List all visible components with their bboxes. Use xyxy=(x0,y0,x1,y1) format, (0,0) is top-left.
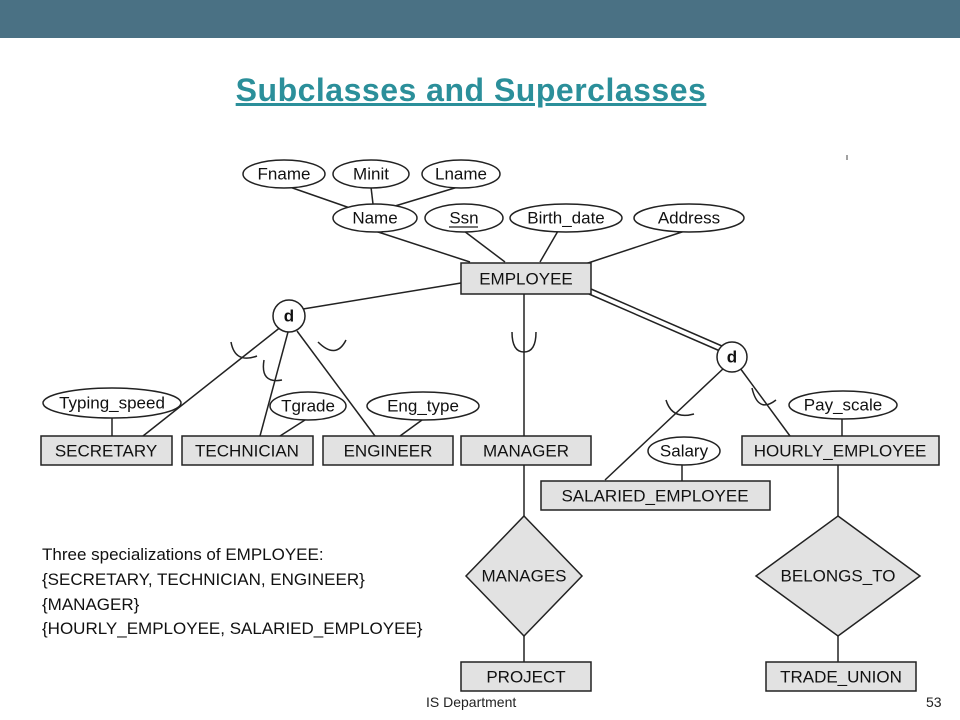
line-d2-salaried xyxy=(604,366,726,481)
attribute-tgrade xyxy=(269,391,347,421)
entity-hourly-employee xyxy=(741,435,940,466)
subset-symbol-technician xyxy=(262,359,283,382)
line-d1-technician xyxy=(259,331,289,437)
attribute-address-label: Address xyxy=(658,209,720,228)
disjoint-marker-1: d xyxy=(284,307,294,326)
entity-project-label: PROJECT xyxy=(486,668,565,687)
line-engtype-engineer xyxy=(399,419,423,437)
subset-symbol-secretary xyxy=(230,341,258,359)
footer-page-number: 53 xyxy=(926,694,942,710)
attribute-address xyxy=(633,203,745,233)
line-employee-d2-b xyxy=(588,293,721,352)
attribute-name-label: Name xyxy=(352,209,397,228)
attribute-minit xyxy=(332,159,410,189)
attribute-birth-date-label: Birth_date xyxy=(527,209,605,228)
line-birthdate-employee xyxy=(539,230,559,263)
line-fname-name xyxy=(283,184,351,209)
relationship-belongs-to-label: BELONGS_TO xyxy=(781,567,896,586)
line-d1-engineer xyxy=(296,330,376,437)
entity-engineer-label: ENGINEER xyxy=(344,442,433,461)
caption-line-1: Three specializations of EMPLOYEE: xyxy=(42,545,324,564)
subset-symbol-hourly xyxy=(751,387,777,406)
attribute-lname-label: Lname xyxy=(435,165,487,184)
entity-engineer xyxy=(322,435,454,466)
relationship-belongs-to xyxy=(754,515,922,637)
subset-symbol-manager xyxy=(511,331,537,353)
attribute-lname xyxy=(421,159,501,189)
attribute-eng-type-label: Eng_type xyxy=(387,397,459,416)
line-tgrade-technician xyxy=(279,419,306,437)
line-name-employee xyxy=(374,230,471,263)
subset-symbol-salaried xyxy=(665,399,695,417)
entity-salaried-employee-label: SALARIED_EMPLOYEE xyxy=(561,487,748,506)
caption-line-2: {SECRETARY, TECHNICIAN, ENGINEER} xyxy=(42,570,365,589)
entity-technician-label: TECHNICIAN xyxy=(195,442,299,461)
slide-title: Subclasses and Superclasses xyxy=(235,72,707,108)
entity-secretary-label: SECRETARY xyxy=(55,442,157,461)
entity-trade-union xyxy=(765,661,917,692)
attribute-eng-type xyxy=(366,391,480,421)
entity-manager-label: MANAGER xyxy=(483,442,569,461)
line-ssn-employee xyxy=(463,230,506,263)
entity-technician xyxy=(181,435,314,466)
attribute-name xyxy=(332,203,418,233)
attribute-fname-label: Fname xyxy=(258,165,311,184)
entity-secretary xyxy=(40,435,173,466)
attribute-tgrade-label: Tgrade xyxy=(281,397,335,416)
entity-employee-label: EMPLOYEE xyxy=(479,270,573,289)
attribute-salary-label: Salary xyxy=(660,442,709,461)
relationship-manages-label: MANAGES xyxy=(481,567,566,586)
disjoint-marker-2: d xyxy=(727,348,737,367)
attribute-typing-speed xyxy=(42,387,182,419)
entity-salaried-employee xyxy=(540,480,771,511)
footer-department: IS Department xyxy=(426,694,517,710)
entity-project xyxy=(460,661,592,692)
line-minit-name xyxy=(370,186,374,205)
line-employee-d1 xyxy=(302,282,462,310)
entity-hourly-employee-label: HOURLY_EMPLOYEE xyxy=(754,442,927,461)
attribute-birth-date xyxy=(509,203,623,233)
attribute-typing-speed-label: Typing_speed xyxy=(59,394,165,413)
attribute-minit-label: Minit xyxy=(353,165,389,184)
caption-line-4: {HOURLY_EMPLOYEE, SALARIED_EMPLOYEE} xyxy=(42,619,423,638)
line-d1-secretary xyxy=(142,325,283,437)
attribute-salary xyxy=(647,436,721,466)
attribute-ssn xyxy=(424,203,504,233)
attribute-ssn-label: Ssn xyxy=(449,209,478,228)
entity-employee xyxy=(460,262,592,295)
entity-manager xyxy=(460,435,592,466)
relationship-manages xyxy=(464,514,584,638)
line-employee-d2-a xyxy=(590,288,723,347)
subset-symbol-engineer xyxy=(317,339,347,352)
attribute-pay-scale-label: Pay_scale xyxy=(804,396,882,415)
entity-trade-union-label: TRADE_UNION xyxy=(780,668,902,687)
attribute-pay-scale xyxy=(788,390,898,420)
caption-line-3: {MANAGER} xyxy=(42,595,140,614)
disjoint-circle-2 xyxy=(716,341,748,373)
attribute-fname xyxy=(242,159,326,189)
disjoint-circle-1 xyxy=(272,299,306,333)
line-address-employee xyxy=(584,230,686,265)
top-bar xyxy=(0,0,960,38)
line-d2-hourly xyxy=(739,367,791,437)
line-lname-name xyxy=(394,186,459,207)
